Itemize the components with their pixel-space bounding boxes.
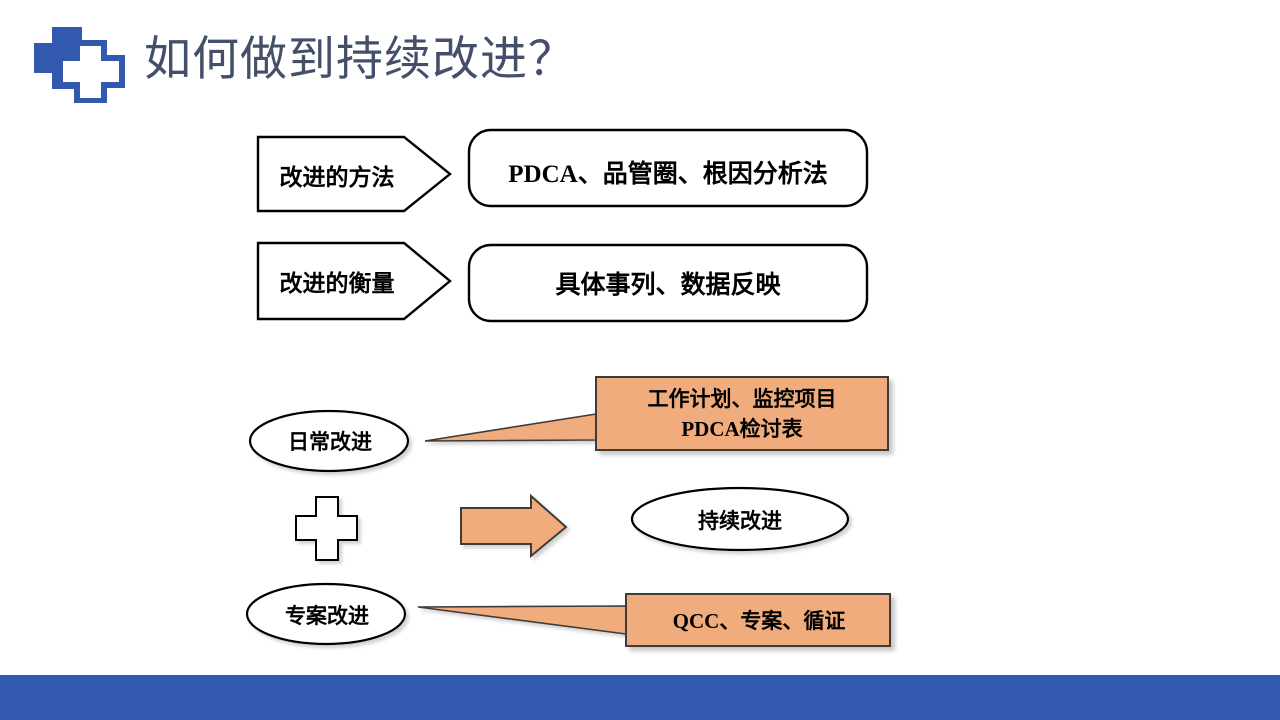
cross-shape-plus [295,496,358,561]
arrow-shape-method [256,135,452,213]
ellipse-continuous-improvement [630,486,850,552]
box-shape-measure-value [467,243,869,323]
arrow-label-measure: 改进的衡量 [279,271,395,296]
callout-tail-daily [424,413,597,442]
box-label-measure-value: 具体事列、数据反映 [555,272,781,299]
double-cross-icon [34,27,125,103]
callout-label-daily: 工作计划、监控项目 PDCA检讨表 [597,380,887,448]
arrow-shape-result [460,493,568,559]
ellipse-project-improvement [245,582,407,646]
ellipse-daily-improvement [248,409,410,473]
callout-box-daily [595,376,889,451]
box-shape-method-value [467,128,869,208]
arrow-label-method: 改进的方法 [279,165,395,190]
footer-band [0,675,1280,720]
ellipse-label-continuous-improvement: 持续改进 [698,509,782,533]
callout-label-daily-line1: 工作计划、监控项目 [647,387,837,411]
callout-tail-project [417,605,627,635]
ellipse-label-project-improvement: 专案改进 [285,604,369,628]
callout-label-project: QCC、专案、循证 [672,609,846,633]
callout-box-project [625,593,891,647]
arrow-shape-measure [256,241,452,321]
box-label-method-value: PDCA、品管圈、根因分析法 [508,161,828,188]
ellipse-label-daily-improvement: 日常改进 [288,430,372,454]
callout-label-daily-line2: PDCA检讨表 [681,417,803,441]
page-title: 如何做到持续改进？ [144,32,576,85]
